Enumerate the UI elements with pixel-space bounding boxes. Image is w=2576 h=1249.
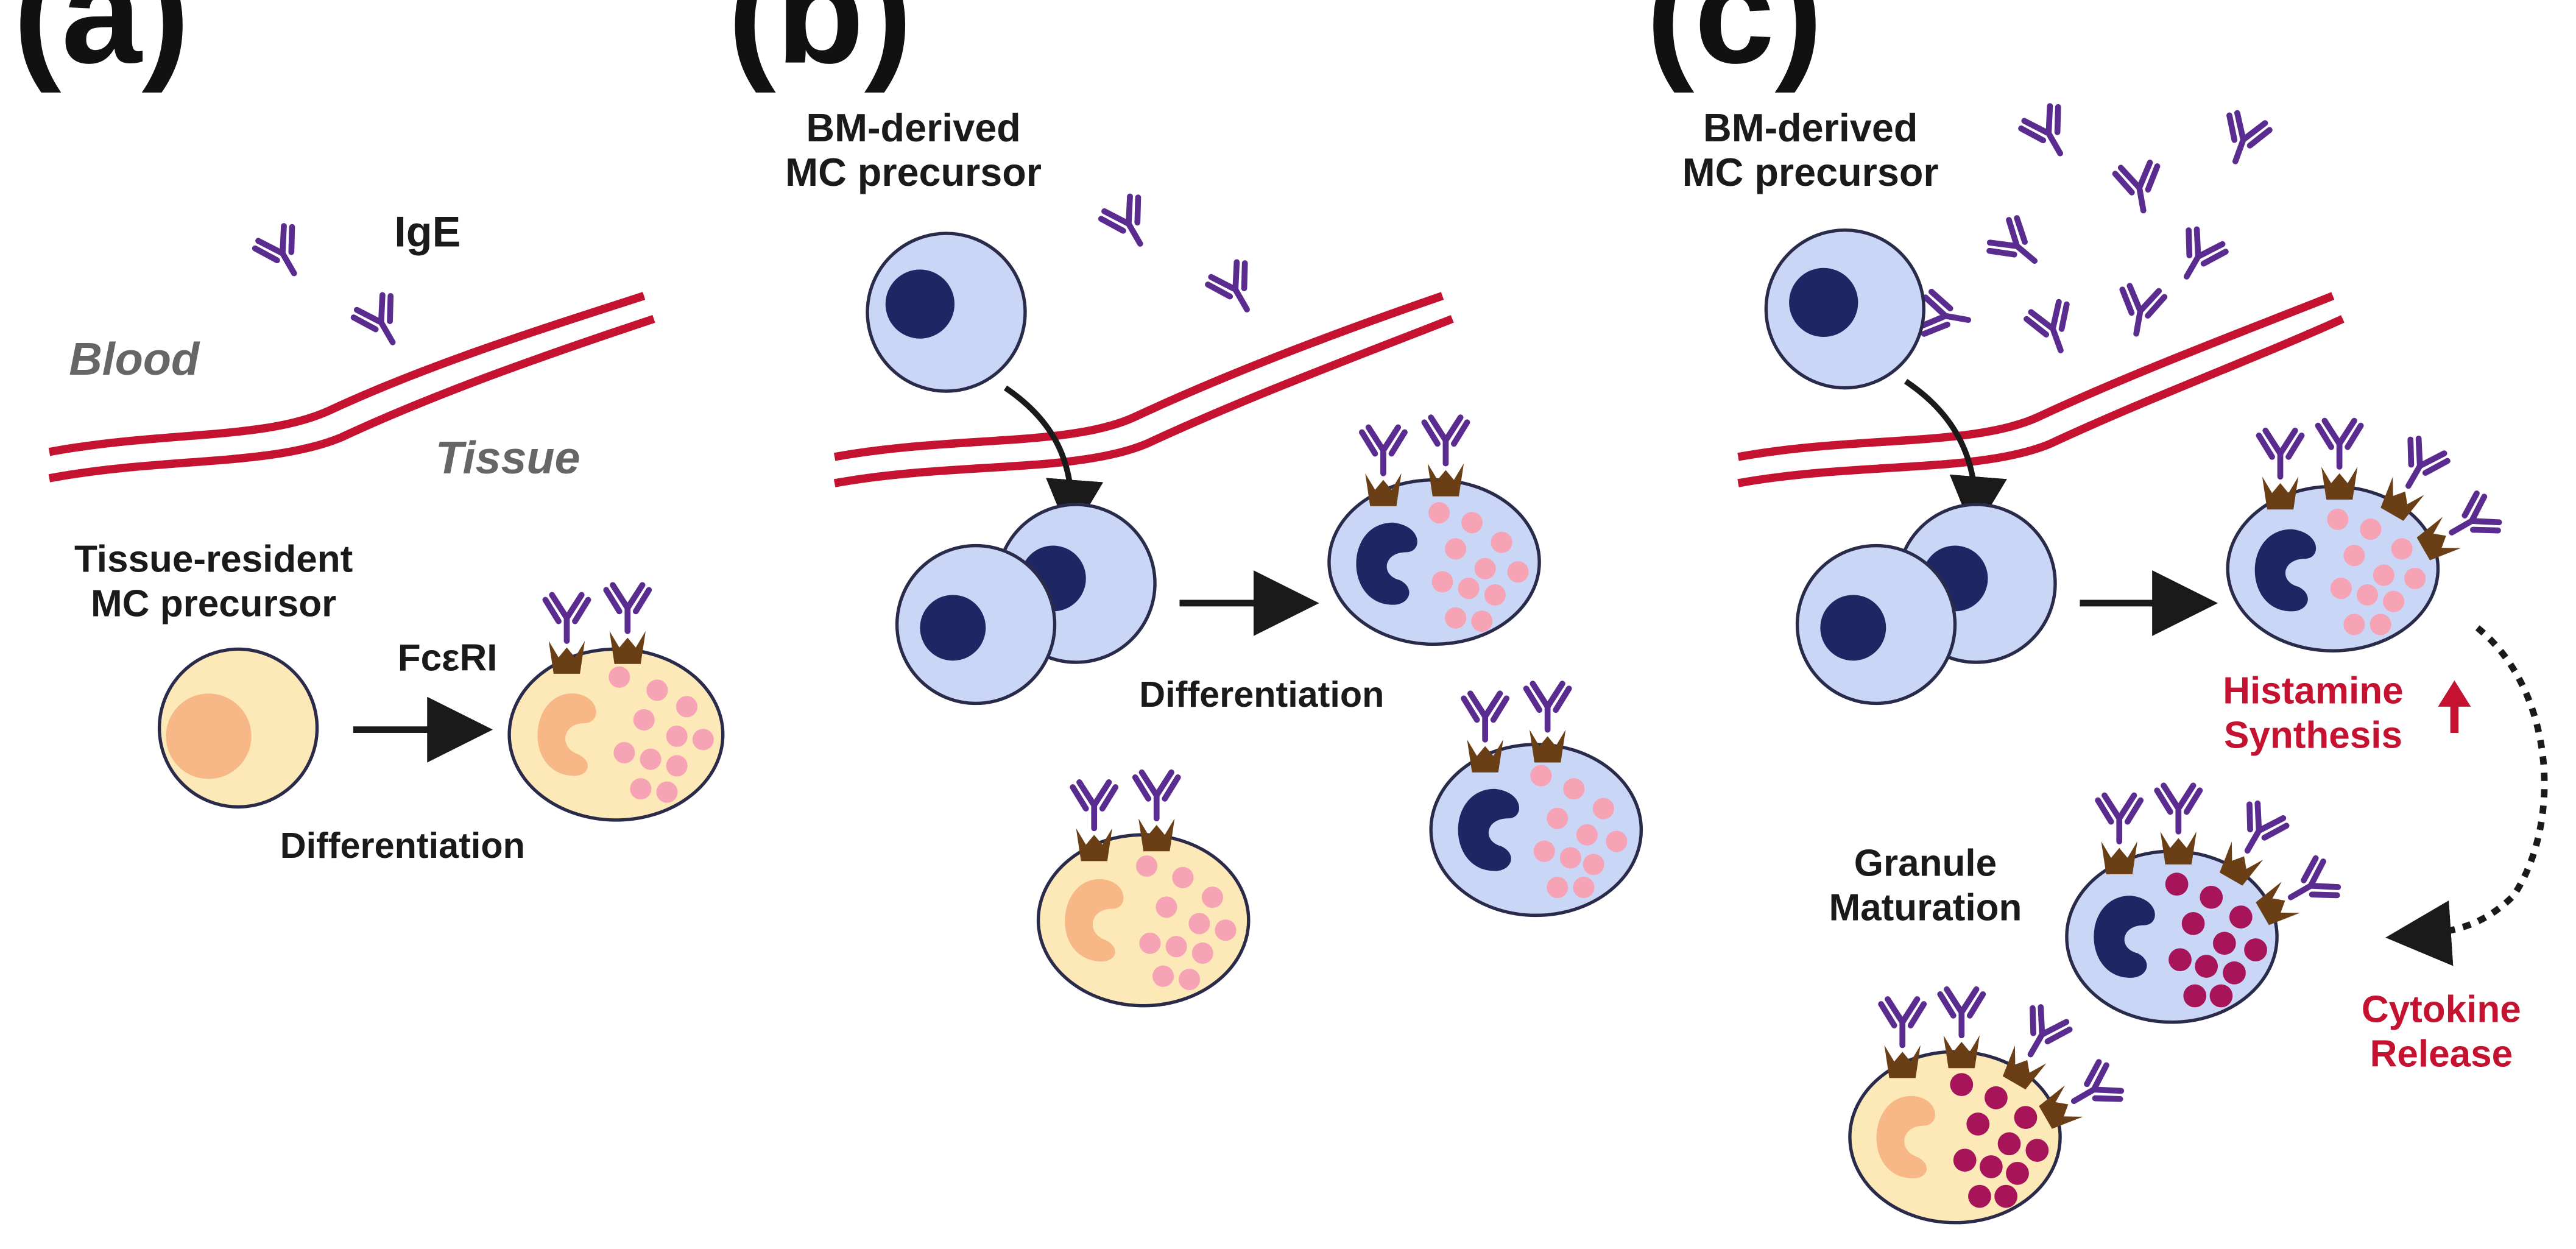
bm-precursor-cell <box>1795 503 2057 706</box>
antibody-icon <box>253 223 312 284</box>
granule-label-1: Granule <box>1854 843 1997 885</box>
granule-label-2: Maturation <box>1829 886 2022 929</box>
tissue-mast-cell-mature <box>1848 989 2125 1225</box>
antibody-icon <box>1919 291 1972 341</box>
ige-label: IgE <box>394 208 461 256</box>
tissue-precursor-label-1: Tissue-resident <box>74 539 353 581</box>
antibody-icon <box>2025 300 2081 358</box>
antibody-icon <box>2168 226 2228 287</box>
tissue-mast-cell <box>507 585 725 822</box>
panel-c-label: (c) <box>1646 0 1823 94</box>
differentiation-label-b: Differentiation <box>1139 674 1384 715</box>
panel-a-label: (a) <box>13 0 190 94</box>
antibody-icon <box>2215 111 2271 169</box>
cytokine-label-2: Release <box>2370 1033 2513 1075</box>
antibody-icon <box>2019 103 2078 164</box>
tissue-precursor-cell <box>157 647 319 809</box>
antibody-icon <box>2115 285 2165 338</box>
antibody-icon <box>2114 161 2164 214</box>
panel-b-label: (b) <box>728 0 912 94</box>
blood-vessel-line <box>1737 292 2345 487</box>
differentiation-label-a: Differentiation <box>280 825 525 866</box>
bm-precursor-cell <box>1764 228 1925 390</box>
antibody-icon <box>351 292 411 353</box>
histamine-label-1: Histamine <box>2223 670 2403 712</box>
tissue-precursor-label-2: MC precursor <box>91 583 336 625</box>
arrow-down-curved-icon <box>1904 378 2007 534</box>
arrow-down-curved-icon <box>1003 385 1104 538</box>
bm-mast-cell <box>1429 684 1643 918</box>
bm-mast-cell-activated <box>2226 421 2502 653</box>
antibody-icon <box>1099 193 1159 254</box>
histamine-label-2: Synthesis <box>2224 714 2402 756</box>
bm-precursor-label-1-b: BM-derived <box>806 105 1020 150</box>
dashed-curved-arrow-icon <box>2385 625 2548 966</box>
antibody-icon <box>1205 259 1265 320</box>
bm-precursor-label-2-c: MC precursor <box>1682 150 1939 194</box>
tissue-mast-cell <box>1036 773 1251 1008</box>
antibody-icon <box>1986 215 2048 277</box>
antibody-cluster <box>1919 103 2271 358</box>
bm-mast-cell <box>1327 417 1541 646</box>
bm-precursor-label-2-b: MC precursor <box>785 150 1042 194</box>
bm-precursor-cell <box>866 232 1027 393</box>
tissue-label: Tissue <box>436 433 580 484</box>
bm-mast-cell-mature <box>2065 785 2341 1024</box>
cytokine-label-1: Cytokine <box>2362 989 2521 1031</box>
blood-label: Blood <box>69 334 200 385</box>
bm-precursor-label-1-c: BM-derived <box>1703 105 1918 150</box>
bm-precursor-cell <box>895 503 1157 706</box>
receptor-label: FcεRI <box>398 637 498 679</box>
blood-vessel-line <box>48 292 655 483</box>
arrow-up-icon <box>2438 680 2471 734</box>
blood-vessel-line <box>833 292 1454 487</box>
